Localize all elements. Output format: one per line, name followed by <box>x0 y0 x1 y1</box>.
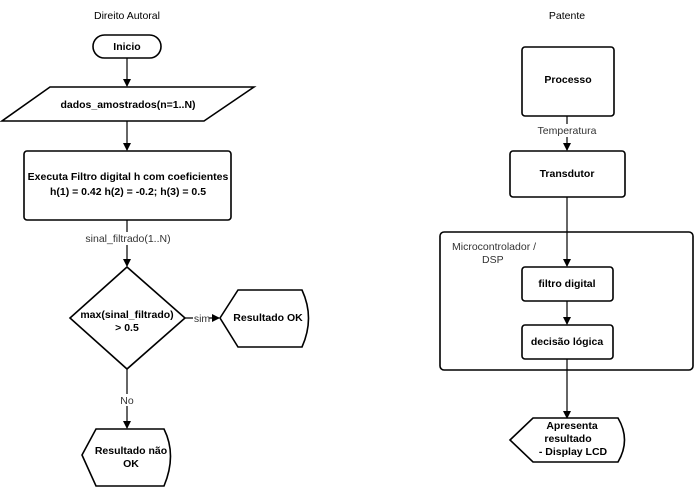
edge-label-temperature: Temperatura <box>538 125 597 137</box>
process-line-2: h(1) = 0.42 h(2) = -0.2; h(3) = 0.5 <box>50 186 206 198</box>
display-line-2: resultado <box>544 433 591 445</box>
decision-line-2: > 0.5 <box>115 322 139 334</box>
process-box <box>521 46 615 117</box>
container-label-line-1: Microcontrolador / <box>452 241 536 253</box>
edge-label-filtered: sinal_filtrado(1..N) <box>85 233 170 245</box>
display-line-1: Apresenta <box>546 420 598 432</box>
container-label-line-2: DSP <box>482 254 504 266</box>
process-label: Processo <box>544 74 591 86</box>
decision-line-1: max(sinal_filtrado) <box>80 309 173 321</box>
display-lcd-output <box>508 417 626 463</box>
edge-label-no: No <box>120 395 134 407</box>
result-not-ok-line-1: Resultado não <box>95 445 167 457</box>
digital-filter-label: filtro digital <box>538 278 595 290</box>
process-line-1: Executa Filtro digital h com coeficiente… <box>28 171 229 183</box>
result-ok-label: Resultado OK <box>233 312 303 324</box>
input-label: dados_amostrados(n=1..N) <box>60 99 195 111</box>
result-not-ok-line-2: OK <box>123 458 139 470</box>
start-label: Inicio <box>113 41 140 53</box>
result-not-ok-display <box>81 428 172 487</box>
right-title: Patente <box>549 10 585 22</box>
result-ok-display <box>219 289 310 348</box>
logic-decision-label: decisão lógica <box>531 336 604 348</box>
display-line-3: - Display LCD <box>539 446 608 458</box>
left-title: Direito Autoral <box>94 10 160 22</box>
transducer-label: Transdutor <box>540 168 595 180</box>
edge-label-yes: sim <box>194 313 211 325</box>
input-parallelogram <box>0 86 257 122</box>
